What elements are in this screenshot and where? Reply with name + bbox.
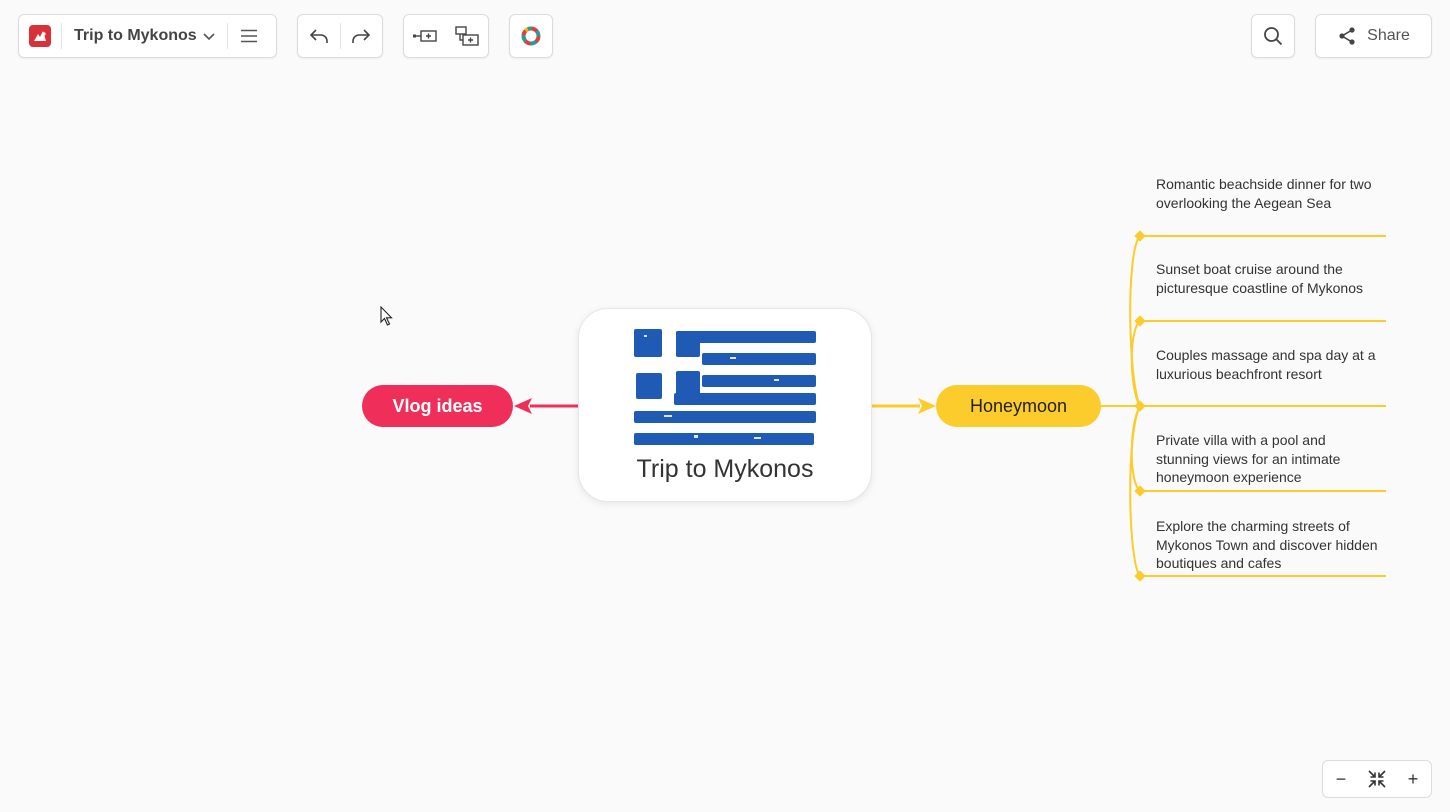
theme-toolbar — [509, 14, 553, 58]
greek-flag-image — [634, 329, 816, 445]
mouse-pointer-icon — [380, 306, 393, 326]
insert-toolbar — [403, 14, 489, 58]
share-label: Share — [1367, 27, 1410, 44]
add-child-topic-button[interactable] — [446, 15, 488, 57]
toolbar-divider — [339, 23, 341, 49]
share-button[interactable]: Share — [1316, 15, 1431, 57]
chevron-down-icon — [203, 33, 215, 41]
central-topic[interactable]: Trip to Mykonos — [578, 308, 872, 502]
history-toolbar — [297, 14, 383, 58]
vlog-connector — [514, 398, 578, 414]
search-button[interactable] — [1252, 15, 1294, 57]
add-sibling-topic-icon — [413, 30, 437, 42]
fit-to-screen-icon — [1368, 770, 1386, 788]
document-title: Trip to Mykonos — [74, 27, 197, 44]
document-title-dropdown[interactable]: Trip to Mykonos — [62, 15, 217, 57]
app-logo-icon[interactable] — [29, 25, 51, 47]
add-child-topic-icon — [455, 26, 479, 46]
zoom-in-button[interactable]: + — [1407, 768, 1419, 789]
menu-button[interactable] — [228, 15, 270, 57]
topic-honeymoon[interactable]: Honeymoon — [936, 385, 1101, 427]
undo-icon — [309, 29, 328, 43]
topic-vlog-ideas[interactable]: Vlog ideas — [362, 385, 513, 427]
subtopic-explore-town[interactable]: Explore the charming streets of Mykonos … — [1156, 518, 1378, 571]
central-topic-title: Trip to Mykonos — [636, 455, 814, 483]
subtopic-romantic-dinner[interactable]: Romantic beachside dinner for two overlo… — [1156, 176, 1372, 211]
toolbar-divider — [61, 23, 62, 49]
color-theme-button[interactable] — [510, 15, 552, 57]
share-icon — [1339, 27, 1355, 45]
redo-icon — [352, 29, 371, 43]
hamburger-menu-icon — [240, 29, 257, 43]
share-toolbar: Share — [1315, 14, 1432, 58]
color-theme-icon — [521, 26, 541, 46]
branch-nodes — [1134, 230, 1146, 582]
add-sibling-topic-button[interactable] — [404, 15, 446, 57]
toolbar-divider — [226, 23, 228, 49]
subtopic-couples-massage[interactable]: Couples massage and spa day at a luxurio… — [1156, 347, 1376, 382]
document-toolbar: Trip to Mykonos — [18, 14, 277, 58]
undo-button[interactable] — [298, 15, 340, 57]
search-toolbar — [1251, 14, 1295, 58]
zoom-controls: − + — [1322, 760, 1432, 798]
honeymoon-connector — [872, 398, 936, 414]
search-icon — [1264, 27, 1283, 46]
subtopic-sunset-cruise[interactable]: Sunset boat cruise around the picturesqu… — [1156, 261, 1363, 296]
zoom-out-button[interactable]: − — [1335, 768, 1347, 789]
redo-button[interactable] — [340, 15, 382, 57]
subtopic-private-villa[interactable]: Private villa with a pool and stunning v… — [1156, 432, 1341, 485]
fit-to-screen-button[interactable] — [1359, 761, 1395, 797]
